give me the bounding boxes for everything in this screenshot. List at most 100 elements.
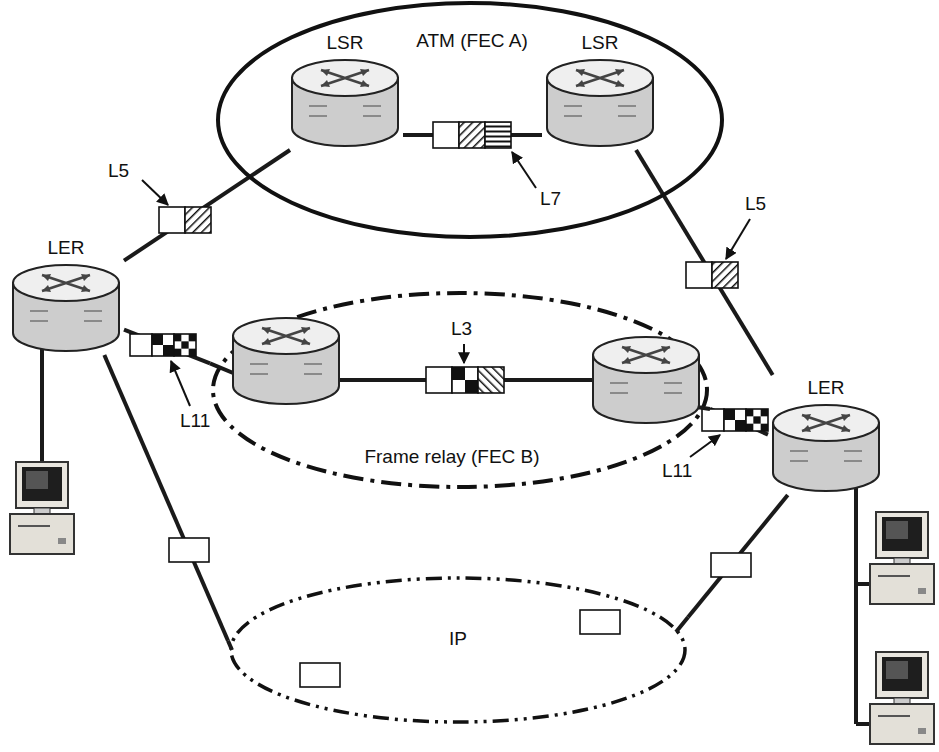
drawing-part <box>58 538 66 544</box>
region-label: IP <box>449 628 467 650</box>
computer-icon <box>10 462 74 554</box>
packet-cell <box>761 424 768 431</box>
packet-outline <box>433 122 459 148</box>
packet-outline <box>746 409 768 431</box>
router-marks <box>610 383 682 393</box>
packet-cell <box>478 367 504 393</box>
drawing-part <box>886 661 908 679</box>
packet-cell <box>686 262 712 288</box>
router-node: LER <box>768 375 884 495</box>
router-label: LSR <box>327 32 364 54</box>
router-node: LSR <box>542 30 658 150</box>
packet-cell <box>159 207 185 233</box>
router-icon <box>289 58 401 150</box>
ip-packet <box>300 663 340 687</box>
router-arrows <box>576 70 624 86</box>
link-line <box>104 355 228 641</box>
region-label: Frame relay (FEC B) <box>364 446 539 468</box>
packet-cell <box>152 334 163 345</box>
host-wire <box>40 345 44 462</box>
router-arrows <box>42 275 90 291</box>
ip-packet <box>711 553 751 577</box>
network-region: ATM (FEC A)LSRLSR <box>215 0 725 240</box>
packet-cell <box>702 409 724 431</box>
packet-cell <box>478 367 504 393</box>
drawing-part <box>870 704 934 744</box>
labelled-packets <box>130 122 768 431</box>
packet-outline <box>485 122 511 148</box>
link-line <box>688 495 788 617</box>
region-ellipse <box>231 578 685 722</box>
router-marks <box>30 311 102 321</box>
router-arrows <box>262 328 310 344</box>
callout-number: L3 <box>451 318 472 340</box>
packet-outline <box>478 367 504 393</box>
router-top <box>773 405 879 441</box>
router-top <box>13 265 119 301</box>
network-region: IP <box>228 575 688 725</box>
label-packet <box>702 409 768 431</box>
drawing-part <box>870 564 934 604</box>
router-arrows <box>321 70 369 86</box>
drawing-part <box>726 219 750 259</box>
packet-outline <box>686 262 712 288</box>
drawing-part <box>918 728 926 734</box>
router-label: LSR <box>582 32 619 54</box>
router-arrowheads <box>802 414 850 432</box>
packet-cell <box>724 409 735 420</box>
router-arrowheads <box>262 327 310 345</box>
packet-outline <box>452 367 478 393</box>
packet-outline <box>159 207 185 233</box>
packet-cell <box>174 334 196 356</box>
router-marks <box>309 106 381 116</box>
router-arrows <box>622 347 670 363</box>
packet-cell <box>485 122 511 148</box>
packet-outline <box>174 334 196 356</box>
packet-cell <box>712 262 738 288</box>
packet-outline <box>152 334 174 356</box>
drawing-part <box>26 471 48 489</box>
packet-cell <box>174 334 181 341</box>
packet-cell <box>746 424 753 431</box>
router-top <box>547 60 653 96</box>
callout-number: L7 <box>540 188 561 210</box>
packet-outline <box>130 334 152 356</box>
label-packet <box>159 207 211 233</box>
packet-cell <box>185 207 211 233</box>
packet-outline <box>426 367 452 393</box>
link-line <box>124 150 290 261</box>
packet-cell <box>426 367 452 393</box>
packet-cell <box>746 409 768 431</box>
drawing-part <box>876 512 928 558</box>
drawing-part <box>171 361 190 406</box>
router-arrowheads <box>42 274 90 292</box>
router-arrows <box>802 415 850 431</box>
packet-cell <box>459 122 485 148</box>
callout-number: L11 <box>662 460 692 482</box>
packet-cell <box>185 207 211 233</box>
label-packet <box>686 262 738 288</box>
router-label: LER <box>808 377 845 399</box>
drawing-part <box>878 575 910 577</box>
packet-outline <box>459 122 485 148</box>
packet-outline <box>702 409 724 431</box>
router-top <box>233 318 339 354</box>
drawing-part <box>512 152 536 188</box>
packet-cell <box>485 122 511 148</box>
packet-cell <box>189 349 196 356</box>
packet-cell <box>189 334 196 341</box>
region-ellipse <box>213 293 707 487</box>
drawing-part <box>878 715 910 717</box>
packet-outline <box>724 409 746 431</box>
packet-cell <box>724 409 746 431</box>
drawing-part <box>918 588 926 594</box>
router-arrowheads <box>622 346 670 364</box>
callout-number: L5 <box>745 193 766 215</box>
label-packet <box>433 122 511 148</box>
packet-cell <box>130 334 152 356</box>
drawing-part <box>16 462 68 508</box>
callout-number: L11 <box>180 410 210 432</box>
packet-outline <box>712 262 738 288</box>
drawing-part <box>876 652 928 698</box>
